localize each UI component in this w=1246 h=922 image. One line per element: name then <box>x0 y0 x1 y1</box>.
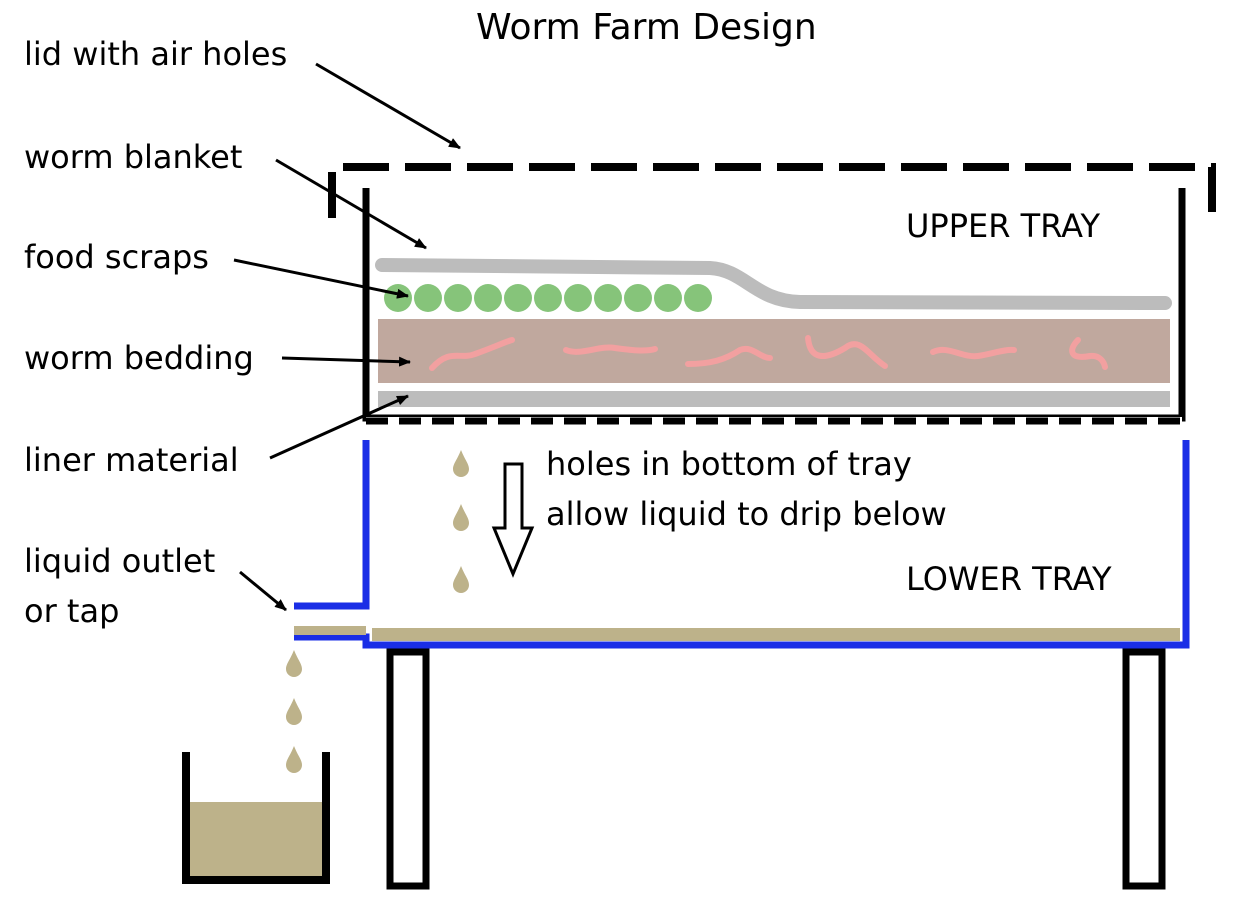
upper-tray <box>362 188 1186 425</box>
collected-liquid <box>372 628 1180 641</box>
callout-arrows <box>233 62 461 612</box>
label-food-scraps: food scraps <box>24 238 209 276</box>
liner-material <box>378 391 1170 407</box>
drip-note-line2: allow liquid to drip below <box>546 495 947 533</box>
worm-bedding <box>378 319 1170 383</box>
label-liner-material: liner material <box>24 441 239 479</box>
stand-legs <box>386 648 1166 890</box>
label-worm-bedding: worm bedding <box>24 339 254 377</box>
label-or-tap: or tap <box>24 592 120 630</box>
liquid-drop-icon <box>286 450 469 773</box>
label-lower-tray: LOWER TRAY <box>906 560 1112 598</box>
drip-note-line1: holes in bottom of tray <box>546 445 912 483</box>
worm-blanket <box>375 258 1172 310</box>
lower-tray <box>294 440 1190 649</box>
down-arrow-icon <box>491 462 535 578</box>
outlet-liquid <box>294 626 366 635</box>
food-scraps <box>384 284 712 312</box>
label-worm-blanket: worm blanket <box>24 138 243 176</box>
label-liquid-outlet: liquid outlet <box>24 542 216 580</box>
worms <box>429 335 1108 371</box>
collection-bucket <box>182 752 330 884</box>
diagram-title: Worm Farm Design <box>476 7 817 48</box>
label-upper-tray: UPPER TRAY <box>906 207 1101 245</box>
label-lid: lid with air holes <box>24 35 288 73</box>
